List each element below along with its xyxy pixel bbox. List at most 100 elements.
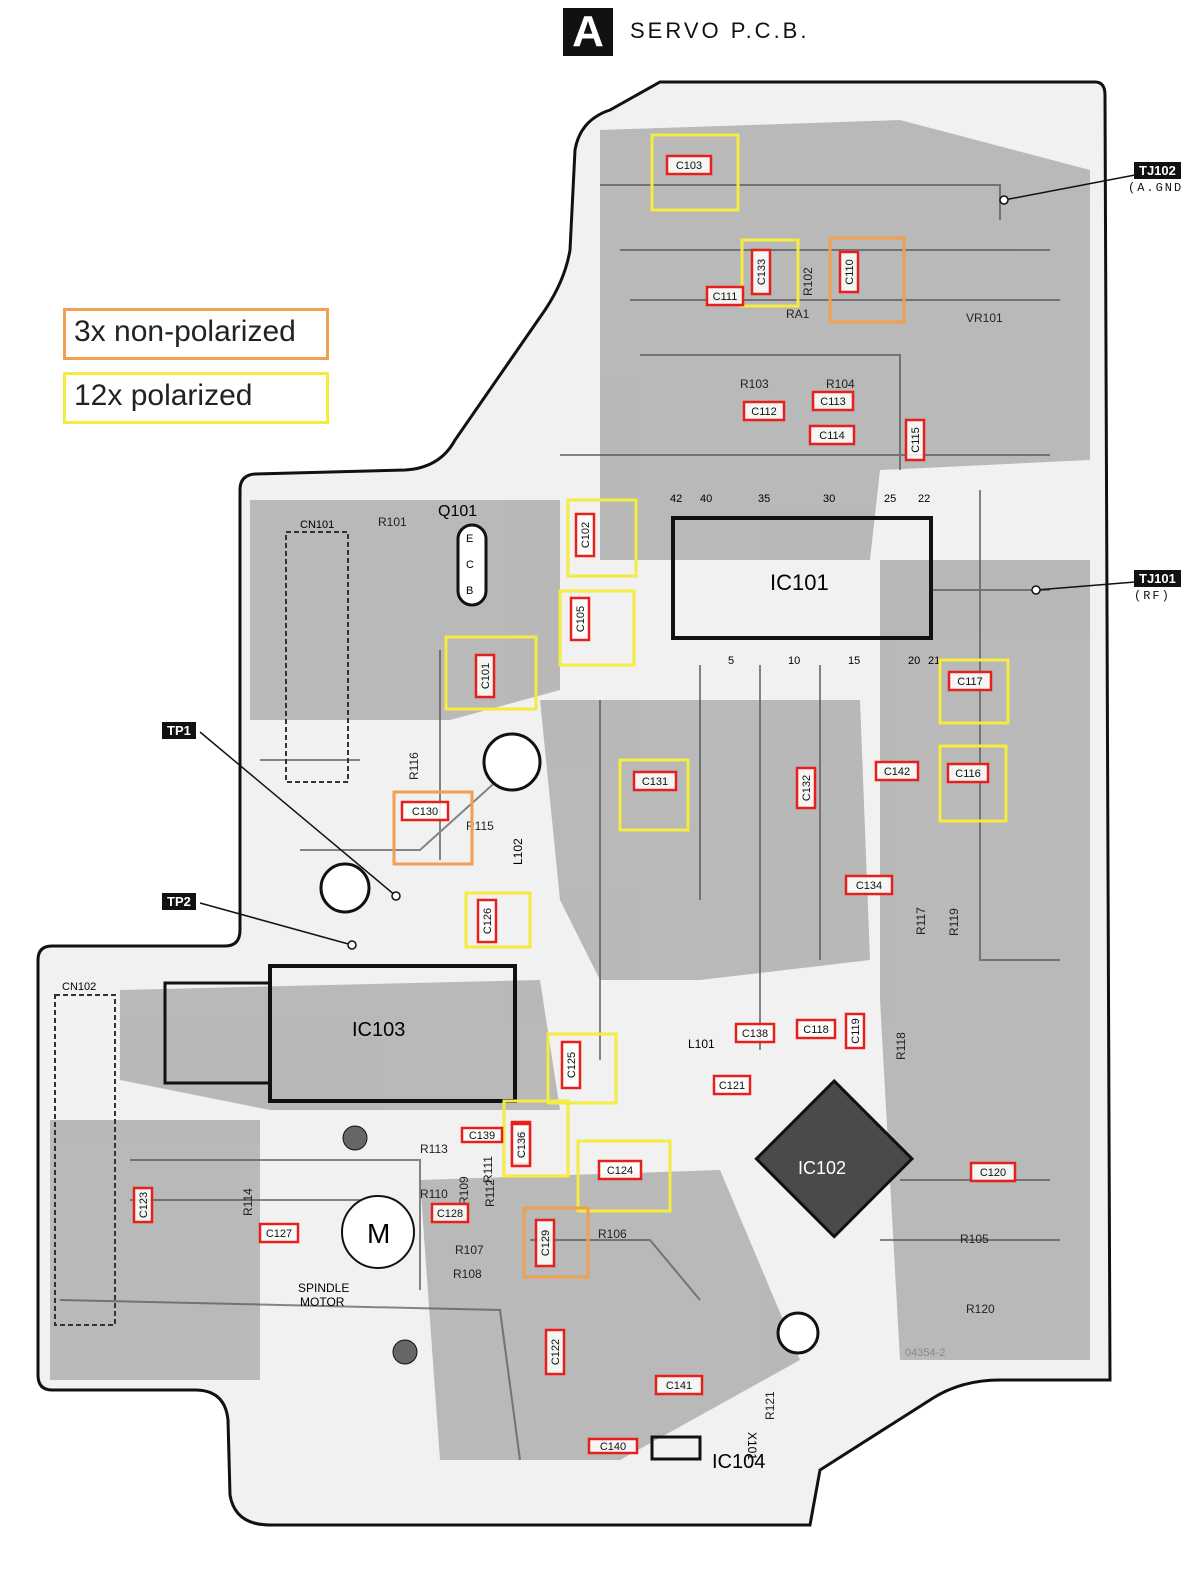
board-code: 04354-2: [905, 1347, 945, 1359]
capacitor-label-c113: C113: [820, 396, 845, 408]
capacitor-highlight-c126: [464, 891, 532, 949]
resistor-label-r114: R114: [241, 1188, 255, 1216]
ic103-label: IC103: [352, 1019, 405, 1041]
capacitor-box-c116: [946, 762, 990, 784]
ic101-pin-number: 40: [700, 493, 712, 505]
capacitor-label-c103: C103: [676, 160, 702, 172]
capacitor-highlight-c133: [740, 238, 800, 308]
capacitor-highlights: [392, 133, 1010, 1279]
capacitor-box-c128: [430, 1202, 470, 1224]
resistor-label-vr101: VR101: [966, 311, 1003, 325]
resistor-label-r103: R103: [740, 377, 769, 391]
resistor-label-r104: R104: [826, 377, 855, 391]
capacitor-label-c130: C130: [412, 806, 438, 818]
capacitor-label-c118: C118: [803, 1024, 828, 1036]
capacitor-highlight-c103: [650, 133, 740, 212]
test-point-tj102: TJ102: [1134, 162, 1181, 179]
ic101-pin-number: 10: [788, 655, 800, 667]
resistor-label-r108: R108: [453, 1267, 482, 1281]
ic101-pin-number: 35: [758, 493, 770, 505]
test-point-tp1: TP1: [162, 722, 196, 739]
resistor-label-r107: R107: [455, 1243, 484, 1257]
capacitor-label-c112: C112: [751, 406, 776, 418]
capacitor-box-c114: [808, 424, 856, 446]
resistor-label-r105: R105: [960, 1232, 989, 1246]
resistor-label-r120: R120: [966, 1302, 995, 1316]
resistor-label-r118: R118: [894, 1032, 908, 1060]
copper-areas: [50, 120, 1090, 1460]
connector-cn102: CN102: [54, 981, 116, 1326]
resistor-label-r117: R117: [914, 907, 928, 935]
capacitor-box-c105: [569, 596, 591, 642]
capacitor-box-c136: [510, 1122, 532, 1168]
q101-pin-b: B: [466, 585, 473, 597]
capacitor-label-c105: C105: [575, 606, 587, 632]
resistor-label-r113: R113: [420, 1142, 448, 1156]
capacitor-box-c121: [712, 1074, 752, 1096]
resistor-label-r119: R119: [947, 908, 961, 936]
capacitor-box-c141: [654, 1374, 704, 1396]
capacitor-box-c102: [574, 512, 596, 558]
resistor-label-r101: R101: [378, 515, 407, 529]
resistor-label-r116: R116: [407, 752, 421, 780]
capacitor-label-c116: C116: [955, 768, 980, 780]
test-point-tj102-note: (A.GND): [1128, 181, 1185, 195]
capacitor-box-c140: [587, 1437, 639, 1455]
resistor-label-r109: R109: [457, 1176, 471, 1205]
capacitor-box-c123: [132, 1186, 154, 1224]
capacitor-label-c128: C128: [437, 1208, 463, 1220]
capacitor-box-c122: [544, 1328, 566, 1376]
capacitor-highlight-c129: [522, 1206, 590, 1279]
capacitor-highlight-c130: [392, 790, 474, 866]
capacitor-box-c118: [795, 1018, 837, 1040]
capacitor-box-c139: [460, 1126, 504, 1144]
capacitor-box-c129: [534, 1218, 556, 1268]
ic101-pin-number: 30: [823, 493, 835, 505]
ic102-label: IC102: [798, 1158, 846, 1178]
legend-polarized: 12x polarized: [63, 372, 329, 424]
capacitor-label-c138: C138: [742, 1028, 768, 1040]
ic101-label: IC101: [770, 570, 829, 595]
capacitor-label-c117: C117: [957, 676, 982, 688]
capacitor-box-c119: [844, 1012, 866, 1050]
capacitor-highlight-c125: [546, 1032, 618, 1105]
capacitor-label-c124: C124: [607, 1165, 633, 1177]
capacitor-box-c113: [811, 390, 855, 412]
capacitor-highlight-c110: [828, 236, 906, 324]
capacitor-label-c133: C133: [756, 259, 768, 285]
q101-pin-e: E: [466, 533, 473, 545]
capacitor-highlight-c105: [558, 589, 636, 667]
motor-label-line2: MOTOR: [300, 1295, 345, 1309]
capacitor-label-c115: C115: [910, 427, 922, 452]
capacitor-label-c136: C136: [516, 1132, 528, 1158]
capacitor-highlight-c131: [618, 758, 690, 832]
capacitor-box-c124: [597, 1159, 643, 1181]
spindle-motor: M SPINDLE MOTOR: [298, 1125, 418, 1365]
capacitor-highlight-c101: [444, 635, 538, 711]
ic101-pin-number: 21: [928, 655, 940, 667]
capacitor-label-c134: C134: [856, 880, 882, 892]
connector-cn101: CN101: [285, 519, 349, 783]
capacitor-label-c126: C126: [482, 908, 494, 934]
capacitor-label-c102: C102: [580, 522, 592, 548]
inductor-l101: L101: [688, 1037, 715, 1051]
capacitor-box-c120: [969, 1161, 1017, 1183]
ic103: IC103: [163, 964, 517, 1103]
capacitor-label-c140: C140: [600, 1441, 626, 1453]
capacitor-box-c110: [838, 250, 860, 294]
capacitor-box-c117: [947, 670, 993, 692]
q101-label: Q101: [438, 503, 477, 520]
test-point-tj101: TJ101: [1134, 570, 1181, 587]
capacitor-box-c133: [750, 248, 772, 296]
resistor-label-r106: R106: [598, 1227, 627, 1241]
resistor-label-r102: R102: [801, 267, 815, 296]
crystal-x101: X101: [745, 1432, 759, 1460]
capacitor-box-c125: [560, 1040, 582, 1090]
resistor-label-r111: R111: [481, 1156, 495, 1183]
capacitor-label-c101: C101: [480, 663, 492, 689]
capacitor-highlight-c124: [576, 1139, 672, 1213]
capacitor-box-c138: [734, 1022, 776, 1044]
capacitor-box-c131: [632, 770, 678, 792]
